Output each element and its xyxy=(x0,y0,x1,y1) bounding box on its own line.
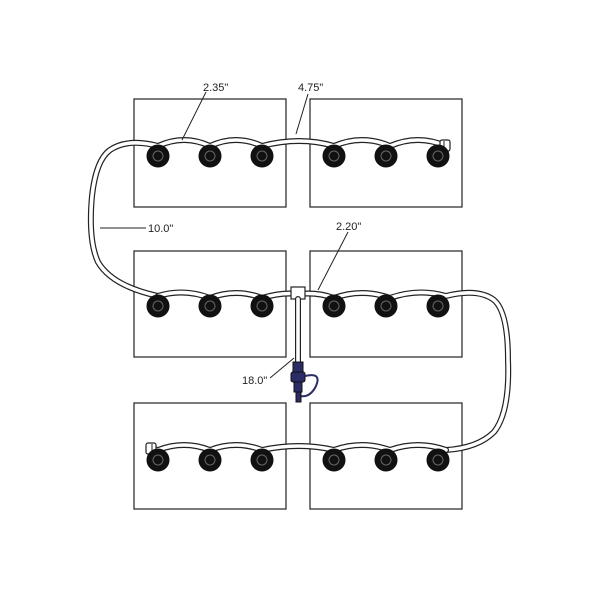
dimension-label-18-0: 18.0" xyxy=(242,375,267,387)
filler-cap xyxy=(250,144,274,168)
leader-line-2-20 xyxy=(317,231,349,291)
filler-cap xyxy=(426,144,450,168)
dimension-label-2-35: 2.35" xyxy=(203,82,228,94)
filler-cap xyxy=(146,294,170,318)
leader-line-18-0 xyxy=(269,357,295,379)
filler-cap xyxy=(146,144,170,168)
dimension-label-4-75: 4.75" xyxy=(298,82,323,94)
filler-cap xyxy=(250,448,274,472)
leader-line-2-35 xyxy=(181,91,207,141)
filler-cap xyxy=(426,294,450,318)
dimension-label-2-20: 2.20" xyxy=(336,221,361,233)
leader-line-4-75 xyxy=(295,93,309,135)
filler-cap xyxy=(374,448,398,472)
filler-cap xyxy=(322,144,346,168)
filler-cap xyxy=(322,294,346,318)
hose-top-and-left-loop xyxy=(87,137,449,299)
filler-cap xyxy=(374,144,398,168)
filler-cap xyxy=(198,144,222,168)
hose-bottom-row xyxy=(147,442,449,453)
inlet-connector xyxy=(290,361,319,403)
filler-cap xyxy=(374,294,398,318)
filler-caps xyxy=(146,144,450,472)
tee-fitting xyxy=(290,286,306,365)
filler-cap xyxy=(198,294,222,318)
filler-cap xyxy=(198,448,222,472)
filler-cap xyxy=(146,448,170,472)
dimension-label-10-0: 10.0" xyxy=(148,223,173,235)
filler-cap xyxy=(250,294,274,318)
filler-cap xyxy=(426,448,450,472)
filler-cap xyxy=(322,448,346,472)
